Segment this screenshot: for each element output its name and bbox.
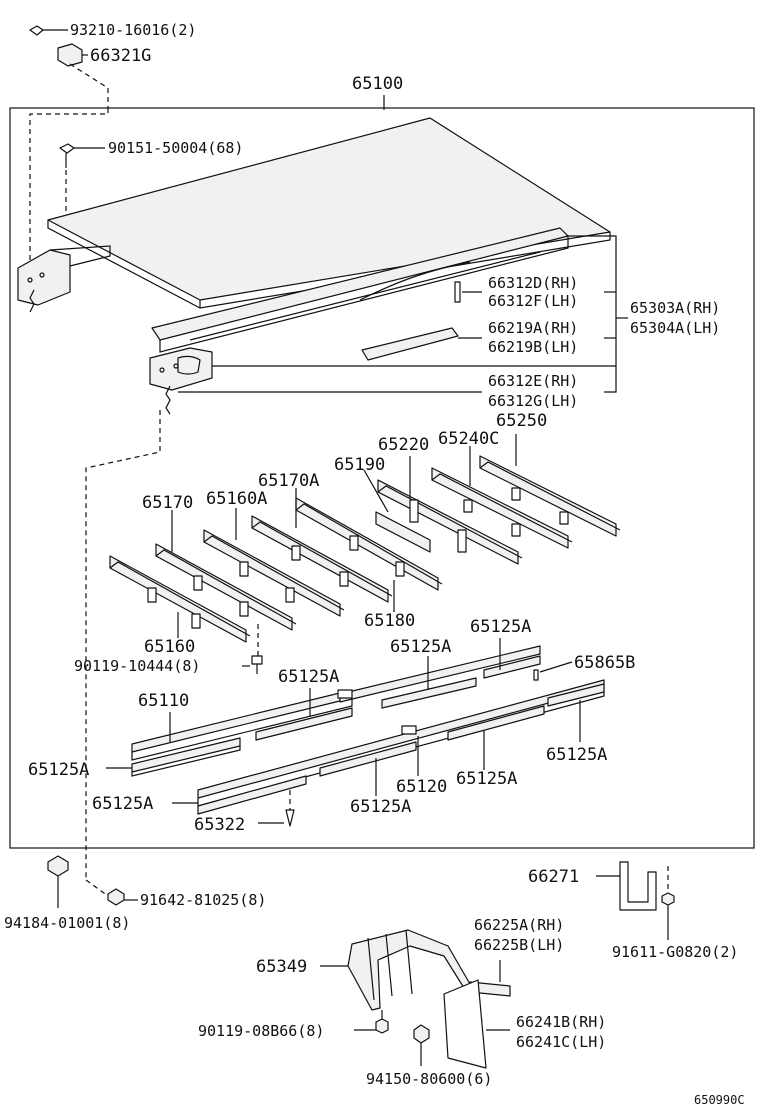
label-65190: 65190 (334, 455, 385, 475)
u-bracket-66271 (596, 861, 675, 940)
pin-65865b (533, 661, 573, 681)
label-66219b: 66219B(LH) (488, 338, 578, 356)
label-90151: 90151-50004(68) (108, 139, 243, 157)
label-66225a: 66225A(RH) (474, 916, 564, 934)
fender-65349 (320, 929, 471, 1011)
pin-66312d (454, 281, 482, 303)
cross-member-65160 (109, 555, 251, 643)
sill-65125a-lower-mid (319, 741, 417, 796)
label-66219a: 66219A(RH) (488, 319, 578, 337)
label-66225b: 66225B(LH) (474, 936, 564, 954)
label-66312d: 66312D(RH) (488, 274, 578, 292)
label-94184: 94184-01001(8) (4, 914, 130, 932)
sill-65125a-upper-left (131, 737, 241, 777)
cross-member-65250 (479, 434, 621, 537)
dash-line-left (29, 108, 109, 270)
dash-line-top (69, 63, 109, 108)
sill-65125a-lower-left (197, 775, 307, 815)
diagram-code: 650990C (694, 1093, 745, 1107)
label-66312e: 66312E(RH) (488, 372, 578, 390)
label-65865b: 65865B (574, 653, 635, 673)
cross-member-65160a (203, 508, 345, 617)
label-65160a: 65160A (206, 489, 267, 509)
label-66312f: 66312F(LH) (488, 292, 578, 310)
label-65125a-top-right: 65125A (470, 617, 531, 637)
assembly-frame (9, 107, 755, 849)
label-65125a-lower-mid-right: 65125A (456, 769, 517, 789)
bracket-65303a (566, 235, 617, 393)
cross-member-65190 (363, 469, 431, 553)
bolt-90119-08b66 (354, 1010, 389, 1034)
label-65100: 65100 (352, 74, 403, 94)
label-66241b: 66241B(RH) (516, 1013, 606, 1031)
label-65180: 65180 (364, 611, 415, 631)
dash-line-mid (85, 410, 161, 880)
label-66241c: 66241C(LH) (516, 1033, 606, 1051)
cross-member-65170 (155, 510, 297, 631)
label-66312g: 66312G(LH) (488, 392, 578, 410)
label-91611: 91611-G0820(2) (612, 943, 738, 961)
label-90119-10444: 90119-10444(8) (74, 657, 200, 675)
label-65170a: 65170A (258, 471, 319, 491)
mud-flap-66241b (443, 979, 510, 1069)
sill-65125a-lower-right-a (447, 705, 545, 770)
label-65170: 65170 (142, 493, 193, 513)
label-65125a-lower-mid: 65125A (350, 797, 411, 817)
screw-65322 (258, 790, 295, 827)
label-65160: 65160 (144, 637, 195, 657)
hook-66312e (165, 385, 482, 415)
sill-65125a-top-mid (381, 656, 477, 709)
screw-90151 (59, 143, 105, 212)
nut-94184 (47, 855, 69, 908)
label-65125a-lower-left: 65125A (92, 794, 153, 814)
label-66321g: 66321G (90, 46, 151, 66)
brace-66219a (361, 327, 482, 361)
side-rail-left-bracket (17, 245, 111, 313)
cross-member-65220 (377, 456, 523, 565)
sill-65125a-lower-right-b (547, 683, 605, 742)
sill-65125a-upper-mid (255, 688, 353, 741)
screw-93210 (29, 25, 68, 36)
cross-member-65180 (295, 497, 443, 612)
block-66321g (57, 43, 88, 67)
sill-65120-top (337, 645, 541, 703)
label-65322: 65322 (194, 815, 245, 835)
label-65250: 65250 (496, 411, 547, 431)
rail-end-bracket (149, 347, 213, 391)
label-65304a: 65304A(LH) (630, 319, 720, 337)
label-66271: 66271 (528, 867, 579, 887)
nut-94150 (413, 1024, 430, 1066)
bolt-90119-10444 (242, 624, 263, 674)
label-65125a-left: 65125A (28, 760, 89, 780)
label-65120: 65120 (396, 777, 447, 797)
label-90119-08b66: 90119-08B66(8) (198, 1022, 324, 1040)
label-94150: 94150-80600(6) (366, 1070, 492, 1088)
label-65240c: 65240C (438, 429, 499, 449)
label-65125a-upper-mid: 65125A (278, 667, 339, 687)
bolt-91642 (85, 879, 138, 906)
label-65125a-top-mid: 65125A (390, 637, 451, 657)
label-93210: 93210-16016(2) (70, 21, 196, 39)
label-65110: 65110 (138, 691, 189, 711)
label-65303a: 65303A(RH) (630, 299, 720, 317)
label-65125a-lower-right: 65125A (546, 745, 607, 765)
label-65220: 65220 (378, 435, 429, 455)
cross-member-65240c (431, 446, 573, 549)
label-91642: 91642-81025(8) (140, 891, 266, 909)
label-65349: 65349 (256, 957, 307, 977)
cross-member-65170a (251, 488, 393, 603)
sill-65125a-top-right (483, 638, 541, 679)
